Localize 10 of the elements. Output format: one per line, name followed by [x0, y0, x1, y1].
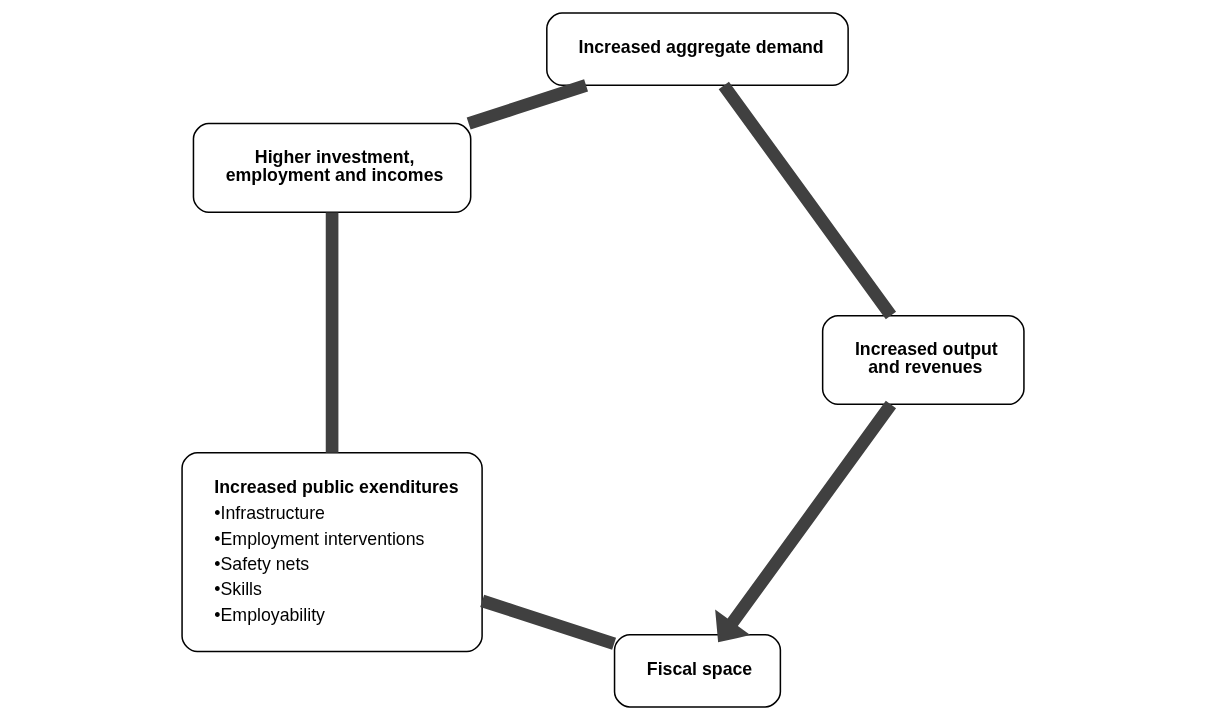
- connector: [479, 594, 616, 650]
- connector: [325, 212, 338, 453]
- node-box: Increased output and revenues: [821, 314, 1025, 406]
- connector: [466, 79, 588, 130]
- node-box: Increased public exenditures •Infrastructure •Employment interventions •Safety nets •Skills •Employability: [180, 451, 483, 653]
- connector: [718, 81, 896, 320]
- node-box: Increased aggregate demand: [545, 12, 849, 87]
- node-box: Fiscal space: [613, 634, 781, 708]
- arrow: [714, 400, 896, 643]
- node-box: Higher investment, employment and incomes: [192, 122, 471, 213]
